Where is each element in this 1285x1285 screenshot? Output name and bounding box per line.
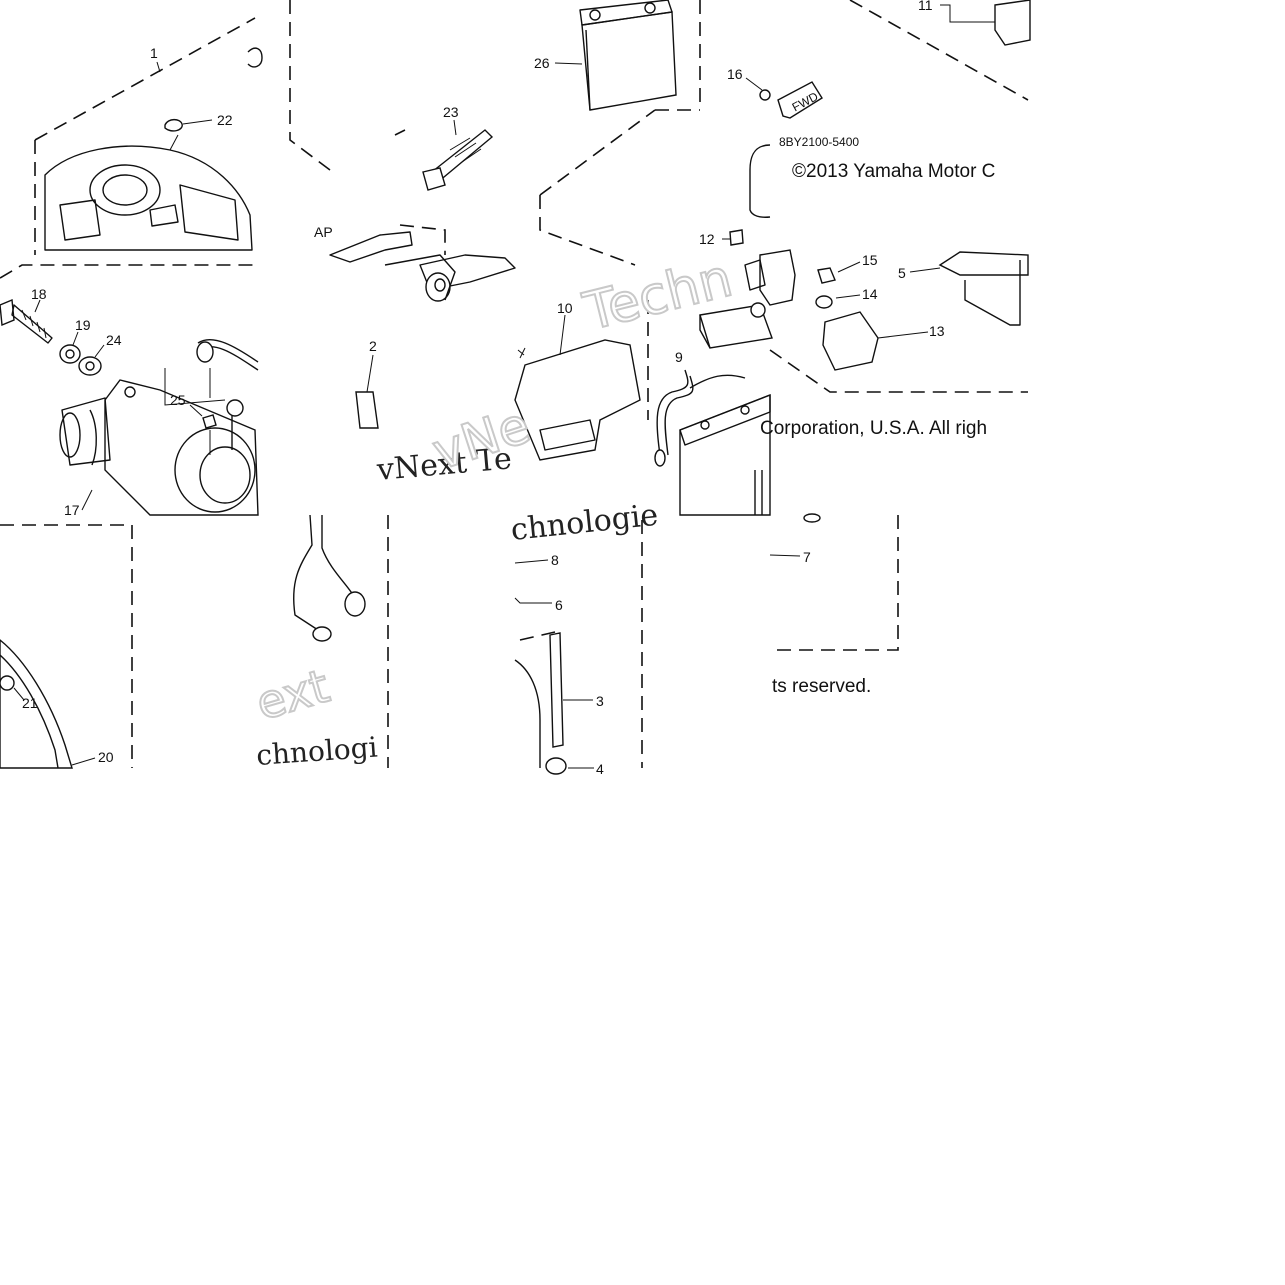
panel-engine-head: 1 22 — [34, 17, 263, 255]
callout-13: 13 — [929, 323, 945, 339]
callout-3: 3 — [596, 693, 604, 709]
callout-23: 23 — [443, 104, 459, 120]
panel-bolts: 8 6 3 4 — [514, 520, 643, 777]
label-ap: AP — [314, 224, 333, 240]
callout-20: 20 — [98, 749, 114, 765]
panel-cables — [293, 514, 389, 768]
panel-sticker: 2 — [355, 254, 456, 429]
copyright-line1: ©2013 Yamaha Motor C — [792, 161, 995, 182]
callout-7: 7 — [803, 549, 811, 565]
callout-6: 6 — [555, 597, 563, 613]
callout-26: 26 — [534, 55, 550, 71]
panel-lower-cover: 21 20 — [0, 524, 133, 769]
copyright-line2: Corporation, U.S.A. All righ — [760, 418, 987, 439]
part-code: 8BY2100-5400 — [779, 135, 859, 149]
callout-17: 17 — [64, 502, 80, 518]
callout-16: 16 — [727, 66, 743, 82]
callout-21: 21 — [22, 695, 38, 711]
callout-19: 19 — [75, 317, 91, 333]
callout-25: 25 — [170, 392, 186, 408]
watermark-vne: vNe — [426, 396, 537, 481]
callout-18: 18 — [31, 286, 47, 302]
panel-cover: 10 9 12 15 14 13 — [514, 229, 1029, 516]
fwd-arrow-icon: FWD — [777, 81, 823, 119]
callout-8: 8 — [551, 552, 559, 568]
panel-battery-top: 26 FWD 16 8BY2100-5400 11 ©2013 Yamaha M… — [534, 0, 1031, 266]
panel-bracket: 23 AP — [289, 0, 701, 302]
callout-24: 24 — [106, 332, 122, 348]
callout-14: 14 — [862, 286, 878, 302]
callout-12: 12 — [699, 231, 715, 247]
watermark-chnologie: chnologie — [509, 498, 660, 548]
panel-box: 7 ts reserved. — [769, 513, 899, 697]
panel-starter: 18 19 24 25 17 — [0, 264, 259, 518]
callout-11: 11 — [918, 0, 933, 13]
watermark-layer: Techn vNext Te vNe chnologie ext chnolog… — [249, 247, 739, 772]
callout-1: 1 — [150, 45, 158, 61]
watermark-chnologi: chnologi — [255, 731, 378, 772]
callout-22: 22 — [217, 112, 233, 128]
copyright-line3: ts reserved. — [772, 676, 871, 697]
callout-5: 5 — [898, 265, 906, 281]
callout-2: 2 — [369, 338, 377, 354]
watermark-ext: ext — [250, 659, 335, 731]
callout-9: 9 — [675, 349, 683, 365]
callout-10: 10 — [557, 300, 573, 316]
callout-15: 15 — [862, 252, 878, 268]
callout-4: 4 — [596, 761, 604, 777]
